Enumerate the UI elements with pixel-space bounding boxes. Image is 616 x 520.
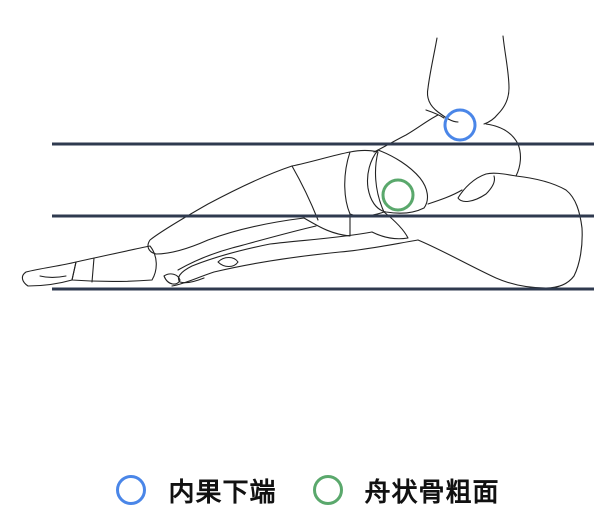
- metatarsal-head-small: [217, 256, 239, 268]
- medial-malleolus-marker: [443, 108, 477, 142]
- cuneiform-outline: [344, 149, 385, 217]
- toe-tip-curve: [39, 275, 67, 279]
- cuboid-outline: [371, 211, 409, 240]
- sustentaculum: [427, 189, 463, 205]
- first-metatarsal: [147, 151, 351, 255]
- ankle-joint-line: [425, 109, 445, 119]
- legend-item-medial-malleolus: 内果下端: [116, 472, 276, 509]
- navicular-tuberosity-marker: [381, 178, 415, 212]
- fibula-outline: [483, 35, 510, 125]
- distal-phalanx: [21, 261, 77, 287]
- foot-skeleton-diagram: [21, 35, 594, 291]
- legend-label: 内果下端: [168, 477, 277, 508]
- sesamoid: [163, 273, 181, 285]
- legend-item-navicular-tuberosity: 舟状骨粗面: [312, 472, 500, 509]
- calcaneus-outline: [417, 123, 583, 289]
- foot-bone-outline: [21, 35, 583, 289]
- blue-circle-marker: [116, 475, 147, 505]
- metatarsal-shaft-line: [291, 165, 319, 221]
- plantar-outline: [171, 239, 419, 287]
- proximal-phalanx-joint: [91, 257, 95, 283]
- reference-lines: [52, 142, 594, 291]
- proximal-phalanx: [71, 245, 157, 283]
- second-metatarsal: [177, 225, 317, 271]
- navicular-outline: [366, 149, 429, 214]
- tibia-outline: [426, 37, 459, 123]
- legend-label: 舟状骨粗面: [364, 477, 500, 508]
- talus-outline: [373, 114, 439, 153]
- green-circle-marker: [312, 475, 343, 505]
- calcaneus-sinus: [457, 172, 517, 203]
- legend: 内果下端 舟状骨粗面: [0, 466, 616, 514]
